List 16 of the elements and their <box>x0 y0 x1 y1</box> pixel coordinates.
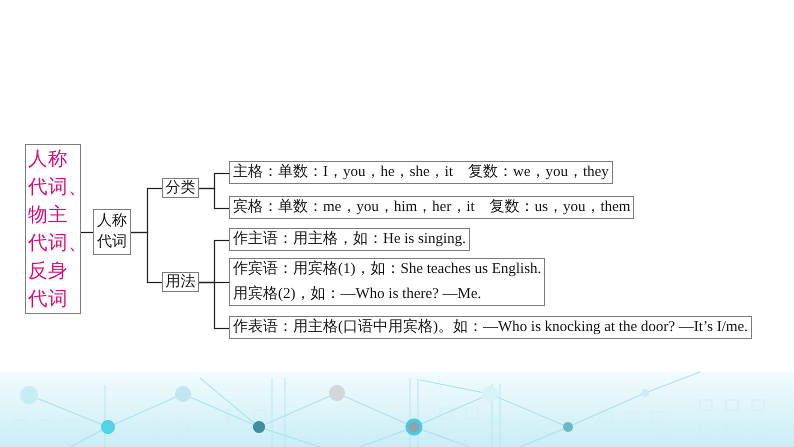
connector-line <box>81 232 93 234</box>
note-box <box>229 258 546 306</box>
branch-text: 分类 <box>164 179 196 197</box>
concept-text: 人称代词 <box>97 212 128 252</box>
branch-text: 用法 <box>164 273 196 291</box>
connector-line <box>199 188 229 210</box>
rule-text: 用宾格(2)，如：—Who is there? —Me. <box>233 284 482 304</box>
connector-line <box>131 232 162 284</box>
rule-text: 宾格：单数：me，you，him，her，it 复数：us，you，them <box>233 197 630 217</box>
rule-text: 主格：单数：I，you，he，she，it 复数：we，you，they <box>233 162 609 182</box>
topic-text: 人称代词、物主代词、反身代词 <box>28 146 80 312</box>
note-box <box>229 228 470 251</box>
connector-line <box>199 282 229 330</box>
rule-text: 作表语：用主格(口语中用宾格)。如：—Who is knocking at the door? —It’s I/me. <box>233 317 748 337</box>
rule-text: 作主语：用主格，如：He is singing. <box>233 229 466 249</box>
rule-text: 作宾语：用宾格(1)，如：She teaches us English. <box>233 259 542 279</box>
